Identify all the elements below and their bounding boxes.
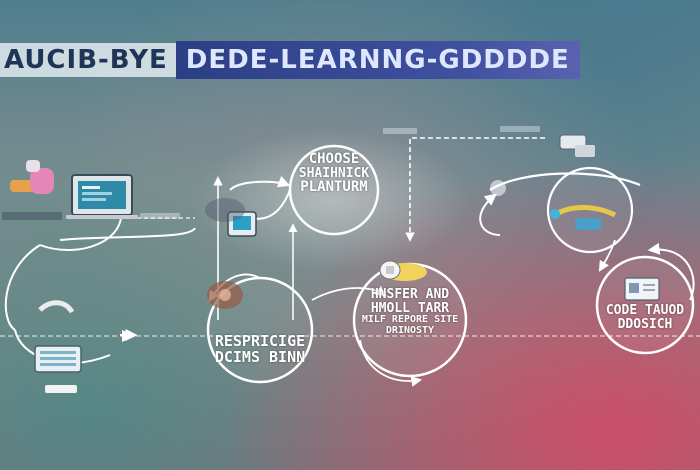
top-connector: [405, 137, 545, 242]
arrowhead-left: [122, 330, 136, 342]
choose-line3: PLANTURM: [300, 179, 368, 196]
banner-right-text: DEDE-LEARNNG-GDDDDE: [175, 41, 580, 79]
code-line2: DDOSICH: [617, 316, 673, 332]
respbridge-to-hnsfer-arc: [311, 285, 387, 301]
gear-icon: [207, 281, 243, 309]
title-banner: AUCIB-BYE DEDE-LEARNNG-GDDDDE: [0, 40, 630, 80]
respbridge-line2: DCIMS BINN: [214, 347, 306, 366]
tiny-label-bar-left: [2, 212, 62, 220]
banner-left-text: AUCIB-BYE: [0, 43, 176, 77]
hnsfer-label: HNSFER AND HMOLL TARR MILF REPORE SITE D…: [358, 288, 462, 336]
hand-icon: [10, 160, 54, 194]
code-label: CODE TAUOD DDOSICH: [600, 304, 690, 331]
respbridge-line1: RESPRICIGE: [214, 332, 306, 350]
laptop-icon: [66, 174, 138, 219]
tablet-icon: [205, 198, 257, 237]
left-curve-mid: [4, 244, 41, 331]
code-top-arc: [647, 242, 695, 301]
hnsfer-line3: MILF REPORE SITE: [361, 314, 459, 326]
hnsfer-line1: HNSFER AND: [370, 287, 450, 302]
tiny-marker: [383, 128, 417, 134]
choose-line2: SHAIHNICK: [298, 165, 370, 181]
keyboard-icon: [34, 300, 82, 393]
code-circle: [595, 255, 695, 355]
robot-left-arc: [479, 193, 501, 236]
document-icon: [624, 277, 660, 301]
robot-to-code-arrow: [598, 239, 616, 272]
tablet-to-choose-arrow: [229, 175, 291, 191]
glow-blob: [190, 130, 470, 270]
code-line1: CODE TAUOD: [605, 303, 685, 318]
left-curve-right: [59, 227, 196, 241]
hnsfer-line4: DRINOSTY: [385, 324, 435, 336]
hnsfer-line2: HMOLL TARR: [370, 300, 450, 316]
choose-line1: CHOOSE: [308, 151, 360, 167]
respbridge-label: RESPRICIGE DCIMS BINN: [200, 332, 320, 366]
hnsfer-bottom-arc: [359, 339, 423, 387]
funnel-icon: [379, 260, 427, 281]
tiny-marker: [500, 126, 540, 132]
robot-arm-icon: [490, 134, 617, 230]
choose-label: CHOOSE SHAIHNICK PLANTURM: [286, 152, 382, 195]
tiny-label-bar-mid: [140, 213, 180, 219]
